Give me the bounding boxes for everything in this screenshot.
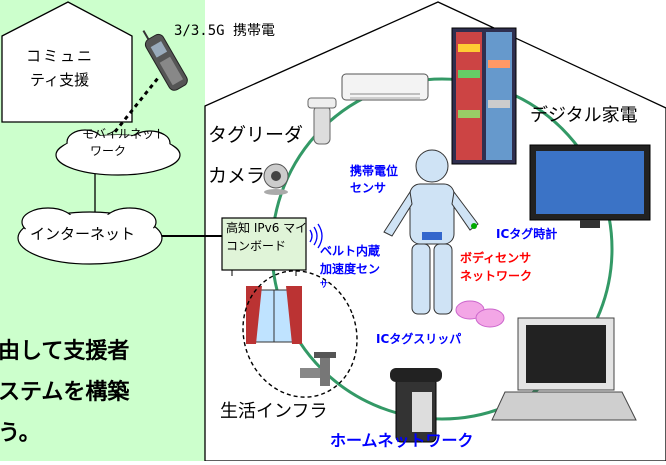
left-text-2: ステムを構築 <box>0 380 130 405</box>
body-sensor-label-2: ネットワーク <box>460 269 533 283</box>
faucet-icon <box>300 352 336 386</box>
life-infra-group <box>242 270 358 398</box>
mobile-phone-label: 3/3.5G 携帯電 <box>174 23 276 39</box>
community-label-2: ティ支援 <box>30 71 90 89</box>
left-text-3: う。 <box>0 421 41 446</box>
wireless-icon <box>309 223 323 249</box>
camera-icon <box>263 163 289 195</box>
ic-tag-watch-label: ICタグ時計 <box>496 227 558 241</box>
belt-sensor <box>422 232 442 240</box>
digital-appliances-label: デジタル家電 <box>530 105 638 126</box>
slipper-icon <box>455 300 505 328</box>
belt-sensor-label-3: サ <box>320 280 328 289</box>
board-label-1: 高知 IPv6 マイ <box>226 221 308 235</box>
tag-reader-label: タグリーダ <box>208 124 304 146</box>
window-icon <box>246 286 302 344</box>
home-network-label: ホームネットワーク <box>330 431 474 450</box>
belt-sensor-label-1: ベルト内蔵 <box>320 244 381 258</box>
telephone-icon <box>390 368 442 443</box>
community-house <box>1 1 133 123</box>
tag-reader-icon <box>307 97 337 145</box>
refrigerator-icon <box>451 27 517 165</box>
internet-label: インターネット <box>30 225 136 243</box>
mobile-network-label-2: ワーク <box>90 144 127 158</box>
laptop-icon <box>491 317 637 421</box>
ic-tag-slipper-label: ICタグスリッパ <box>376 332 462 346</box>
mobile-phone-icon <box>142 30 188 91</box>
body-sensor-label-1: ボディセンサ <box>460 251 532 265</box>
air-conditioner-icon <box>341 73 429 101</box>
phone-sensor-label-2: センサ <box>350 181 387 195</box>
watch-tag <box>471 223 477 229</box>
mobile-link <box>108 77 160 139</box>
micon-board <box>221 217 307 271</box>
belt-sensor-label-2: 加速度セン <box>320 262 381 276</box>
mobile-network-cloud <box>55 129 181 176</box>
phone-sensor-label-1: 携帯電位 <box>350 164 399 178</box>
human-figure <box>383 149 479 315</box>
camera-label: カメラ <box>208 165 266 187</box>
mobile-network-label-1: モバイルネット <box>82 127 167 141</box>
tv-icon <box>529 144 651 228</box>
community-label-1: コミュニ <box>26 47 95 65</box>
internet-cloud <box>17 207 163 265</box>
left-text-1: 由して支援者 <box>0 339 130 364</box>
life-infra-label: 生活インフラ <box>220 401 328 422</box>
board-label-2: コンボード <box>226 239 287 253</box>
